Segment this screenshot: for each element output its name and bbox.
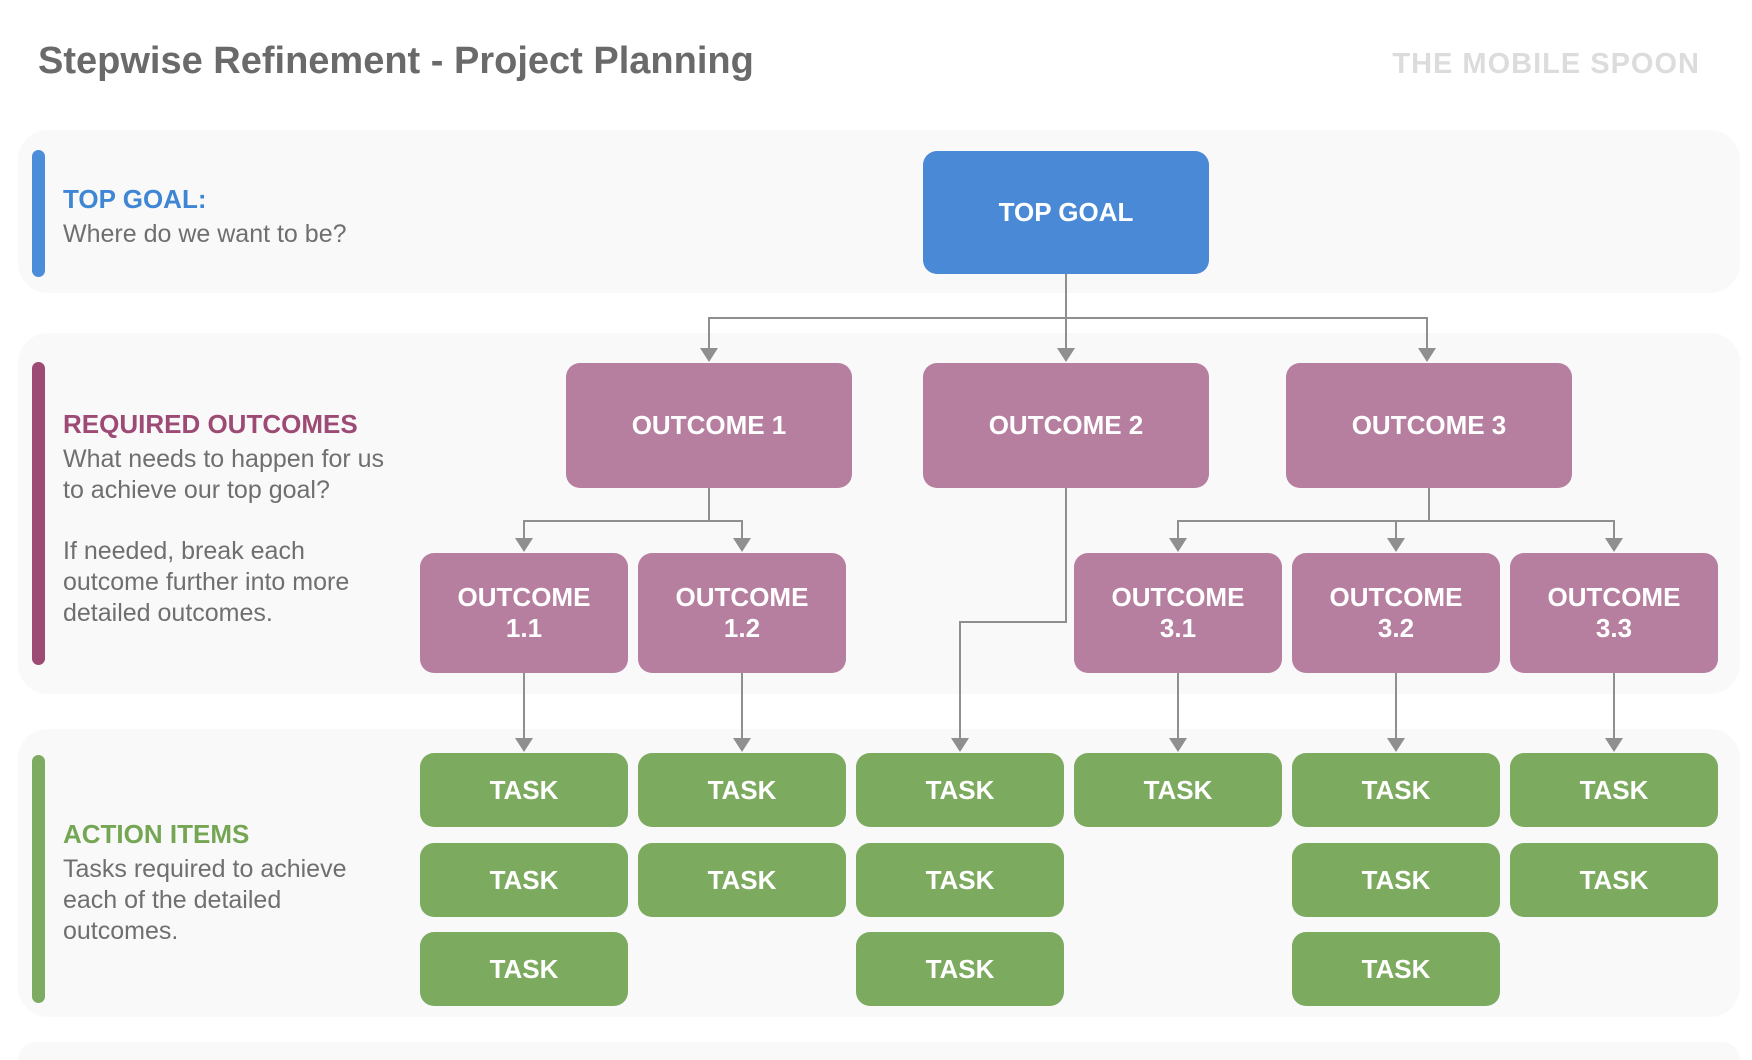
section-paragraph: Where do we want to be?	[63, 219, 443, 250]
arrowhead-down-icon	[515, 538, 533, 552]
node-label-line: TOP GOAL	[998, 197, 1134, 227]
node-task-c1-r2: TASK	[420, 843, 628, 917]
node-label-line: OUTCOME 3	[1351, 410, 1507, 440]
node-task-c5-r1: TASK	[1292, 753, 1500, 827]
required-outcomes-text-block: REQUIRED OUTCOMES What needs to happen f…	[63, 408, 443, 629]
node-label-line: OUTCOME	[675, 582, 809, 612]
section-paragraph-line: detailed outcomes.	[63, 599, 273, 627]
node-label-line: TASK	[925, 953, 995, 984]
top-goal-description: Where do we want to be?	[63, 219, 443, 250]
node-top-goal: TOP GOAL	[923, 151, 1209, 274]
node-label-line: 1.1	[505, 613, 543, 643]
section-paragraph-line: each of the detailed	[63, 886, 282, 914]
required-outcomes-accent-bar	[32, 362, 45, 665]
section-paragraph-line: Where do we want to be?	[63, 220, 347, 248]
section-top-goal: TOP GOAL: Where do we want to be?	[18, 130, 1740, 293]
node-label-line: TASK	[1361, 953, 1431, 984]
required-outcomes-description: What needs to happen for us to achieve ou…	[63, 444, 443, 629]
node-task-c2-r1: TASK	[638, 753, 846, 827]
node-label-line: 3.1	[1159, 613, 1197, 643]
arrowhead-down-icon	[1387, 738, 1405, 752]
top-goal-heading: TOP GOAL:	[63, 184, 207, 214]
arrowhead-down-icon	[1605, 738, 1623, 752]
node-task-c3-r1: TASK	[856, 753, 1064, 827]
node-label-line: TASK	[707, 864, 777, 895]
node-label-line: 1.2	[723, 613, 761, 643]
node-label-line: OUTCOME 1	[631, 410, 787, 440]
connector-line	[523, 520, 743, 541]
node-label-line: TASK	[1143, 774, 1213, 805]
connector-line	[959, 488, 1067, 740]
arrowhead-down-icon	[515, 738, 533, 752]
arrowhead-down-icon	[1605, 538, 1623, 552]
node-task-c1-r3: TASK	[420, 932, 628, 1006]
top-goal-text-block: TOP GOAL: Where do we want to be?	[63, 183, 443, 250]
section-paragraph-line: to achieve our top goal?	[63, 476, 330, 504]
node-label-line: TASK	[925, 774, 995, 805]
required-outcomes-heading: REQUIRED OUTCOMES	[63, 409, 358, 439]
top-goal-accent-bar	[32, 150, 45, 277]
page-title: Stepwise Refinement - Project Planning	[38, 40, 754, 82]
node-outcome-2: OUTCOME 2	[923, 363, 1209, 488]
node-label-line: OUTCOME	[457, 582, 591, 612]
section-paragraph: Tasks required to achieve each of the det…	[63, 854, 443, 947]
node-label-line: TASK	[1361, 774, 1431, 805]
node-task-c5-r3: TASK	[1292, 932, 1500, 1006]
section-paragraph-line: outcomes.	[63, 917, 179, 945]
arrowhead-down-icon	[1169, 738, 1187, 752]
section-next-partial	[18, 1042, 1740, 1060]
node-task-c6-r2: TASK	[1510, 843, 1718, 917]
node-task-c4-r1: TASK	[1074, 753, 1282, 827]
arrowhead-down-icon	[733, 538, 751, 552]
node-outcome-1: OUTCOME 1	[566, 363, 852, 488]
node-task-c2-r2: TASK	[638, 843, 846, 917]
arrowhead-down-icon	[1418, 348, 1436, 362]
node-label-line: TASK	[707, 774, 777, 805]
node-label-line: TASK	[489, 953, 559, 984]
section-paragraph: What needs to happen for us to achieve ou…	[63, 444, 443, 506]
arrowhead-down-icon	[1387, 538, 1405, 552]
action-items-accent-bar	[32, 755, 45, 1003]
node-label-line: OUTCOME 2	[988, 410, 1144, 440]
arrowhead-down-icon	[700, 348, 718, 362]
node-task-c5-r2: TASK	[1292, 843, 1500, 917]
section-paragraph-line: What needs to happen for us	[63, 445, 385, 473]
node-label-line: TASK	[489, 864, 559, 895]
node-outcome-3: OUTCOME 3	[1286, 363, 1572, 488]
arrowhead-down-icon	[733, 738, 751, 752]
action-items-text-block: ACTION ITEMS Tasks required to achieve ea…	[63, 818, 443, 947]
action-items-description: Tasks required to achieve each of the det…	[63, 854, 443, 947]
brand-logo: THE MOBILE SPOON	[1392, 48, 1700, 80]
arrowhead-down-icon	[1169, 538, 1187, 552]
node-label-line: TASK	[1579, 864, 1649, 895]
node-label-line: OUTCOME	[1329, 582, 1463, 612]
node-label-line: 3.2	[1377, 613, 1415, 643]
arrowhead-down-icon	[1057, 348, 1075, 362]
section-paragraph-line: If needed, break each	[63, 537, 305, 565]
node-label-line: TASK	[925, 864, 995, 895]
node-label-line: TASK	[489, 774, 559, 805]
arrowhead-down-icon	[951, 738, 969, 752]
node-label-line: OUTCOME	[1547, 582, 1681, 612]
node-label-line: TASK	[1361, 864, 1431, 895]
section-paragraph: If needed, break each outcome further int…	[63, 536, 443, 629]
node-label-line: TASK	[1579, 774, 1649, 805]
node-task-c1-r1: TASK	[420, 753, 628, 827]
node-task-c3-r2: TASK	[856, 843, 1064, 917]
node-task-c6-r1: TASK	[1510, 753, 1718, 827]
section-paragraph-line: outcome further into more	[63, 568, 350, 596]
section-paragraph-line: Tasks required to achieve	[63, 855, 347, 883]
node-label-line: OUTCOME	[1111, 582, 1245, 612]
connector-line	[708, 317, 1428, 350]
node-label-line: 3.3	[1595, 613, 1633, 643]
action-items-heading: ACTION ITEMS	[63, 819, 250, 849]
node-task-c3-r3: TASK	[856, 932, 1064, 1006]
